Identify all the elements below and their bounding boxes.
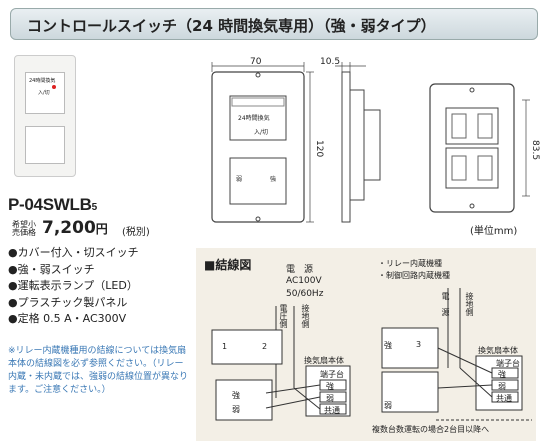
feature-item: ●カバー付入・切スイッチ — [8, 246, 139, 259]
wiring-note: ※リレー内蔵機種用の結線については換気扇本体の結線図を必ず参照ください。（リレー… — [8, 346, 189, 395]
unit-label: (単位mm) — [470, 226, 518, 237]
fan-body-label-left: 換気扇本体 — [304, 356, 344, 365]
dim-depth: 10.5 — [320, 57, 341, 67]
front-label-strong: 強 — [270, 176, 277, 183]
front-label-weak: 弱 — [236, 176, 243, 183]
strong-weak-switch — [25, 126, 65, 164]
price-value: 7,200円 — [42, 218, 108, 238]
dimension-drawing — [211, 62, 530, 223]
power-label: 電 源 — [286, 265, 314, 275]
strong-label-right: 強 — [384, 341, 392, 350]
feature-item: ●定格 0.5 A・AC300V — [8, 312, 127, 325]
terminal-common-right: 共通 — [496, 394, 512, 403]
model-suffix: 5 — [91, 202, 98, 213]
terminal-label-right: 端子台 — [496, 359, 520, 368]
switch-cover: 24時間換気 入/切 — [25, 72, 65, 114]
switch-num-left-1: 1 — [222, 342, 228, 351]
dim-box-height: 83.5 — [530, 140, 540, 161]
multi-unit-note: 複数台数運転の場合2台目以降へ — [372, 425, 490, 434]
wiring-diagram — [211, 288, 532, 421]
dim-width: 70 — [250, 57, 262, 67]
terminal-strong-right: 強 — [498, 370, 506, 379]
product-photo: 24時間換気 入/切 — [14, 55, 76, 177]
weak-label-left: 弱 — [232, 405, 240, 414]
title-bar: コントロールスイッチ（24 時間換気専用）（強・弱タイプ） — [10, 8, 538, 40]
fan-body-label-right: 換気扇本体 — [478, 346, 518, 355]
voltage-side-label: 電圧側 — [279, 304, 288, 328]
dim-height: 120 — [314, 140, 324, 158]
page-title: コントロールスイッチ（24 時間換気専用）（強・弱タイプ） — [27, 17, 436, 35]
weak-label-right: 弱 — [384, 401, 392, 410]
wiring-title: ■結線図 — [204, 258, 252, 272]
front-label-24h: 24時間換気 — [238, 115, 270, 122]
front-switch — [229, 157, 287, 205]
front-label-onoff: 入/切 — [254, 129, 269, 136]
model-number: P-04SWLB5 — [8, 195, 98, 214]
freq-label: 50/60Hz — [286, 289, 324, 299]
price-tax: (税別) — [122, 227, 150, 238]
photo-label-onoff: 入/切 — [38, 90, 50, 96]
terminal-weak-right: 弱 — [498, 382, 506, 391]
voltage-label: AC100V — [286, 276, 322, 286]
ground-side-label: 接地側 — [301, 304, 310, 328]
switch-num-right-3: 3 — [416, 340, 422, 349]
front-cover — [229, 95, 287, 141]
feature-item: ●強・弱スイッチ — [8, 262, 95, 276]
strong-label-left: 強 — [232, 391, 240, 400]
switch-num-left-2: 2 — [262, 342, 268, 351]
feature-item: ●運転表示ランプ（LED） — [8, 279, 138, 292]
relay-models-label: ・リレー内蔵機種 — [378, 259, 442, 268]
power-label-right: 電 源 — [441, 292, 450, 316]
terminal-label-left: 端子台 — [320, 370, 344, 379]
circuit-models-label: ・制御回路内蔵機種 — [378, 271, 450, 280]
led-indicator — [52, 85, 56, 89]
feature-list: ●カバー付入・切スイッチ ●強・弱スイッチ ●運転表示ランプ（LED） ●プラス… — [8, 245, 139, 328]
ground-label-right: 接地側 — [465, 292, 474, 316]
feature-item: ●プラスチック製パネル — [8, 295, 128, 309]
side-plate — [341, 71, 351, 223]
photo-label-24h: 24時間換気 — [29, 78, 56, 84]
terminal-weak-left: 弱 — [326, 394, 334, 403]
terminal-common-left: 共通 — [324, 406, 340, 415]
price-label: 希望小売価格 — [12, 220, 36, 237]
terminal-strong-left: 強 — [326, 382, 334, 391]
